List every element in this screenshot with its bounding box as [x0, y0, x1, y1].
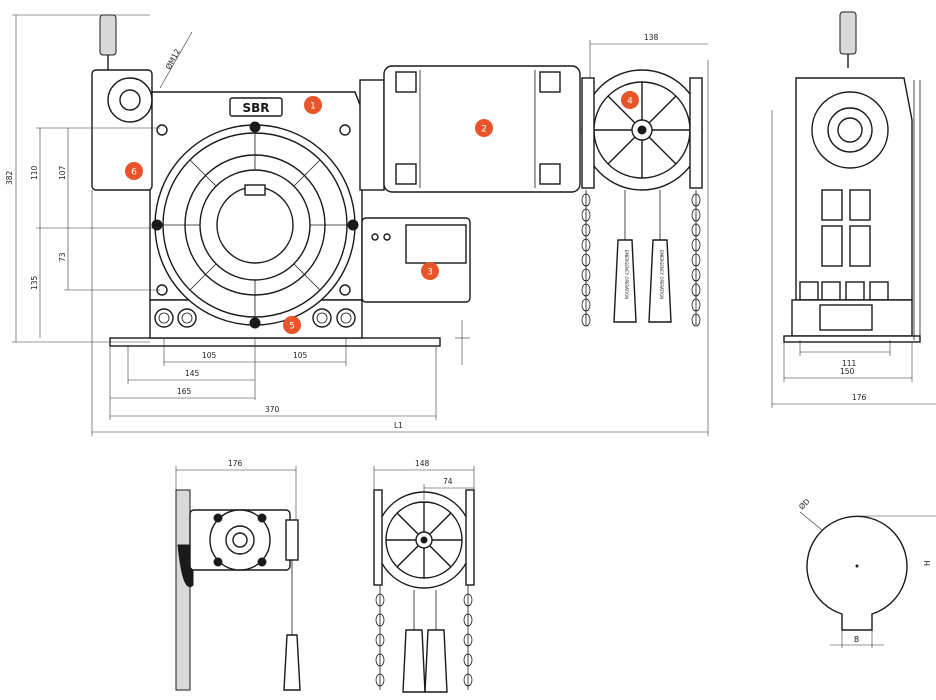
brand-plate	[229, 97, 283, 117]
svg-text:3: 3	[427, 268, 433, 278]
chain-loop-right	[691, 190, 701, 327]
svg-text:150: 150	[840, 367, 855, 376]
svg-text:EMERGENCY OPERATION: EMERGENCY OPERATION	[659, 250, 664, 299]
side-housing	[795, 77, 913, 301]
output-shaft	[216, 186, 294, 264]
svg-text:6: 6	[131, 168, 137, 178]
svg-text:176: 176	[852, 393, 867, 402]
marker-4: 4	[621, 91, 639, 109]
svg-text:B: B	[854, 635, 859, 644]
marker-5: 5	[283, 316, 301, 334]
chain-loop-left	[581, 190, 591, 327]
svg-text:111: 111	[842, 359, 857, 368]
marker-6: 6	[125, 162, 143, 180]
svg-text:107: 107	[58, 165, 67, 180]
svg-text:2: 2	[481, 125, 487, 135]
svg-text:105: 105	[202, 351, 217, 360]
manual-crank-housing	[91, 69, 153, 191]
svg-text:73: 73	[58, 252, 67, 262]
svg-text:ØD: ØD	[797, 497, 812, 512]
marker-1: 1	[304, 96, 322, 114]
svg-text:135: 135	[30, 275, 39, 290]
svg-text:74: 74	[443, 477, 453, 486]
svg-text:110: 110	[30, 165, 39, 180]
svg-text:370: 370	[265, 405, 280, 414]
top-view: 176	[175, 459, 301, 691]
emergency-handle-right	[648, 239, 672, 323]
marker-2: 2	[475, 119, 493, 137]
svg-text:148: 148	[415, 459, 430, 468]
handle-dimension-label: ØM12	[164, 47, 182, 71]
top-chain	[175, 489, 191, 691]
svg-text:138: 138	[644, 33, 659, 42]
brand-logo: SBR	[242, 101, 269, 115]
crank-handle	[99, 14, 117, 56]
shaft-detail: ØD B H	[797, 497, 936, 648]
svg-text:4: 4	[627, 97, 633, 107]
svg-text:L1: L1	[394, 421, 403, 430]
side-view: 111 150 176	[771, 11, 936, 408]
limit-switch-box	[361, 217, 471, 303]
svg-text:H: H	[923, 560, 932, 566]
svg-text:145: 145	[185, 369, 200, 378]
wheel-view: 148 74	[373, 459, 475, 693]
svg-text:5: 5	[289, 322, 295, 332]
svg-text:105: 105	[293, 351, 308, 360]
shaft-section	[806, 515, 908, 631]
svg-text:1: 1	[310, 102, 316, 112]
svg-text:382: 382	[5, 170, 14, 185]
svg-text:EMERGENCY OPERATION: EMERGENCY OPERATION	[624, 250, 629, 299]
base-plate	[109, 337, 441, 347]
svg-text:165: 165	[177, 387, 192, 396]
marker-3: 3	[421, 262, 439, 280]
front-view: SBR ØM12	[5, 14, 709, 436]
emergency-handle-left	[613, 239, 637, 323]
svg-text:176: 176	[228, 459, 243, 468]
